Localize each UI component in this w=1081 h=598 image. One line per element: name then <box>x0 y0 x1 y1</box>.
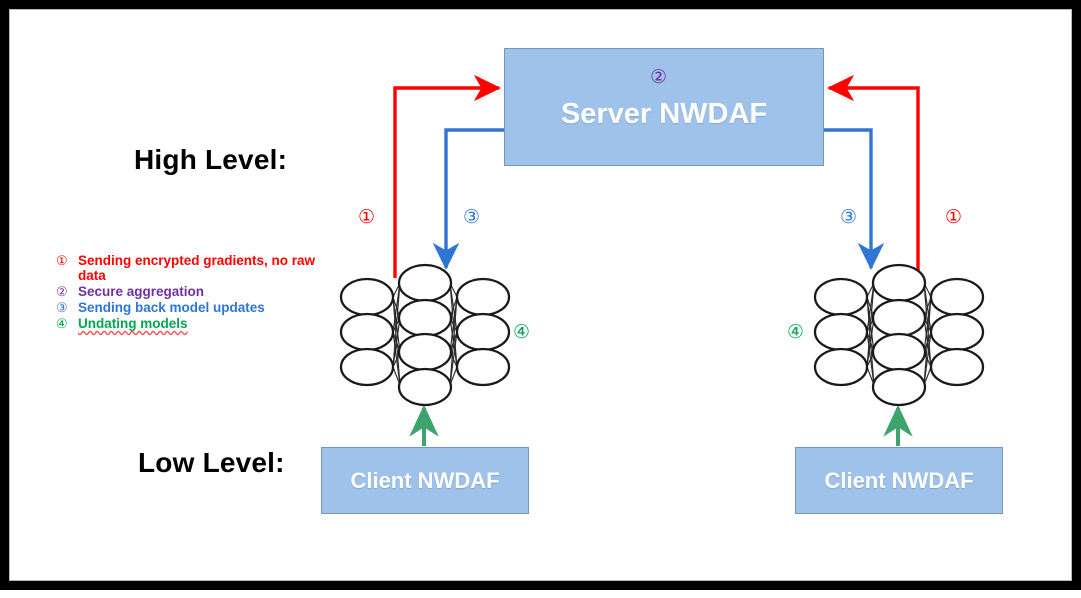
neural-network-right <box>813 263 985 407</box>
server-nwdaf-label: Server NWDAF <box>560 97 768 130</box>
badge-updates-left: ③ <box>463 207 481 228</box>
client-nwdaf-label-left: Client NWDAF <box>350 467 500 493</box>
arrow-gradients-left <box>393 74 502 278</box>
legend-item: ② Secure aggregation <box>56 284 331 299</box>
badge-gradients-left: ① <box>358 207 376 228</box>
legend-label-3: Sending back model updates <box>78 300 265 315</box>
legend-marker-4: ④ <box>56 316 68 331</box>
legend-item: ④ Undating models <box>56 316 331 331</box>
arrow-gradients-right <box>826 74 920 278</box>
neural-network-left <box>339 263 511 407</box>
high-level-label: High Level: <box>134 144 288 175</box>
client-nwdaf-box-right[interactable]: Client NWDAF <box>795 447 1003 514</box>
arrow-updates-right <box>824 128 885 271</box>
legend-marker-1: ① <box>56 253 68 268</box>
badge-updates-right: ③ <box>840 207 858 228</box>
client-nwdaf-label-right: Client NWDAF <box>824 467 974 493</box>
badge-secure-aggregation: ② <box>650 67 668 88</box>
arrow-updates-left <box>432 128 504 271</box>
server-nwdaf-box[interactable]: Server NWDAF <box>504 48 824 166</box>
low-level-label: Low Level: <box>138 447 285 478</box>
legend-label-4: Undating models <box>78 316 188 331</box>
legend-item: ① Sending encrypted gradients, no raw da… <box>56 253 331 283</box>
badge-gradients-right: ① <box>945 207 963 228</box>
badge-updating-models-left: ④ <box>513 322 531 343</box>
legend-label-1: Sending encrypted gradients, no raw data <box>78 253 316 283</box>
badge-updating-models-right: ④ <box>787 322 805 343</box>
client-nwdaf-box-left[interactable]: Client NWDAF <box>321 447 529 514</box>
diagram-canvas: High Level: Low Level: Server NWDAF ② Cl… <box>9 9 1072 581</box>
legend-item: ③ Sending back model updates <box>56 300 331 315</box>
legend-marker-2: ② <box>56 284 68 299</box>
legend: ① Sending encrypted gradients, no raw da… <box>56 253 331 332</box>
legend-marker-3: ③ <box>56 300 68 315</box>
legend-label-2: Secure aggregation <box>78 284 205 299</box>
